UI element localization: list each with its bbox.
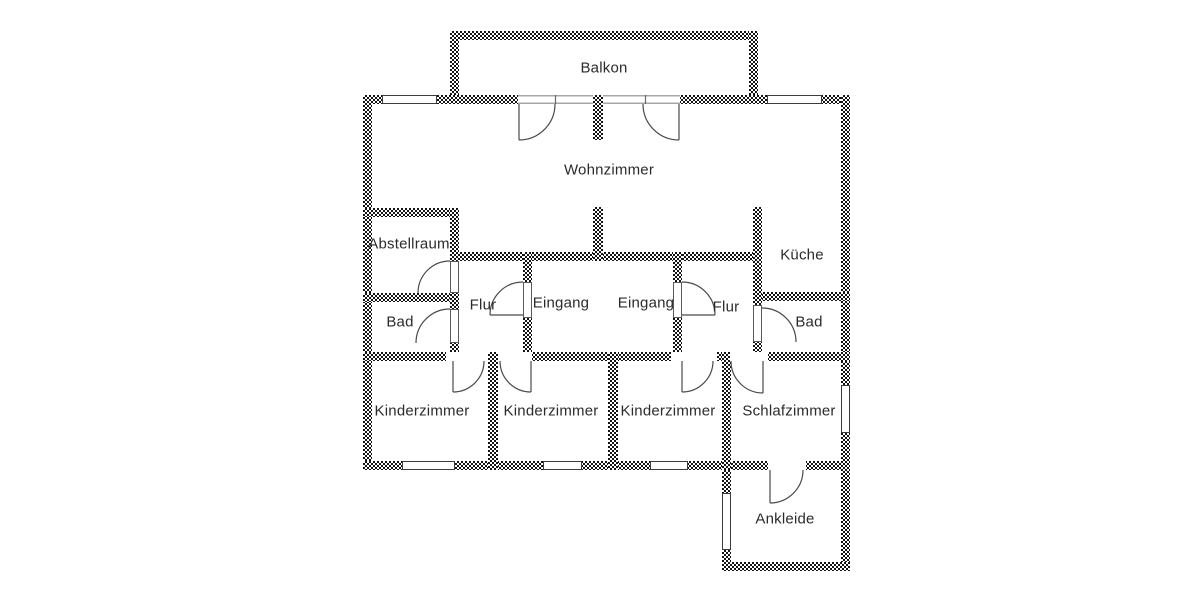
wall-k3-schlaf [722, 352, 731, 470]
balcony-door-opening-left [518, 95, 593, 104]
room-label-schlafzimmer: Schlafzimmer [742, 402, 836, 420]
room-label-kinderzimmer-2: Kinderzimmer [503, 402, 599, 420]
kinderzimmer3-window [650, 461, 688, 470]
room-label-eingang-right: Eingang [617, 294, 675, 312]
wall-outer-right [841, 95, 850, 571]
room-label-ankleide: Ankleide [755, 510, 815, 528]
kueche-window [767, 95, 822, 104]
room-label-kinderzimmer-3: Kinderzimmer [620, 402, 716, 420]
room-label-balkon: Balkon [580, 59, 628, 77]
room-label-eingang-left: Eingang [532, 294, 590, 312]
wall-abstell-bad-divider [363, 293, 458, 302]
wall-bedrooms-top [363, 352, 850, 361]
room-label-flur-left: Flur [469, 296, 497, 314]
room-label-bad-left: Bad [386, 313, 414, 331]
wall-bedrooms-bottom [363, 461, 850, 470]
balcony-right-door-arc [642, 103, 680, 141]
flur-right-door-arc [681, 281, 716, 316]
bad-right-door-rect [753, 305, 762, 342]
kinderzimmer3-door-arc [681, 360, 714, 393]
ankleide-window [722, 493, 731, 550]
wall-balkon-left [450, 31, 459, 95]
flur-right-door-rect [673, 282, 682, 318]
wall-stub-balcony [593, 95, 603, 140]
flur-left-door-rect [523, 282, 532, 318]
wall-corridor-top [450, 252, 762, 261]
abstellraum-door-rect [450, 261, 459, 293]
wohnzimmer-window [382, 95, 437, 104]
balcony-door-opening-right [603, 95, 680, 104]
bad-left-door-rect [450, 309, 459, 343]
schlafzimmer-door-arc [730, 360, 764, 394]
wall-abstellraum-top [363, 208, 458, 217]
wall-ankleide-bottom [722, 562, 850, 571]
kinderzimmer2-door-gap [498, 352, 532, 361]
room-label-kinderzimmer-1: Kinderzimmer [374, 402, 470, 420]
kinderzimmer2-window [543, 461, 582, 470]
ankleide-door-arc [769, 469, 804, 504]
bad-left-door-arc [415, 308, 451, 344]
wall-stub-wohnzimmer [593, 207, 603, 261]
room-label-abstellraum: Abstellraum [368, 235, 450, 253]
abstellraum-door-arc [417, 260, 451, 294]
kinderzimmer2-door-arc [499, 360, 532, 393]
bad-right-door-arc [761, 307, 797, 343]
balcony-left-door-arc [518, 103, 556, 141]
room-label-bad-right: Bad [795, 313, 823, 331]
room-label-wohnzimmer: Wohnzimmer [563, 161, 655, 179]
wall-balkon-top [450, 31, 758, 40]
kinderzimmer3-door-gap [671, 352, 717, 361]
ankleide-door-gap [768, 461, 806, 470]
wall-kueche-left [753, 207, 762, 361]
room-label-kueche: Küche [780, 246, 824, 264]
wall-outer-left [363, 95, 372, 470]
wall-kueche-bad-divider [753, 292, 850, 301]
wall-balkon-right [749, 31, 758, 95]
schlafzimmer-door-gap [730, 352, 768, 361]
wall-k2-k3 [608, 352, 618, 470]
schlafzimmer-window [841, 385, 850, 433]
kinderzimmer1-window [402, 461, 455, 470]
kinderzimmer1-door-arc [452, 360, 485, 393]
room-label-flur-right: Flur [712, 298, 740, 316]
kinderzimmer1-door-gap [446, 352, 488, 361]
wall-k1-k2 [488, 352, 498, 470]
